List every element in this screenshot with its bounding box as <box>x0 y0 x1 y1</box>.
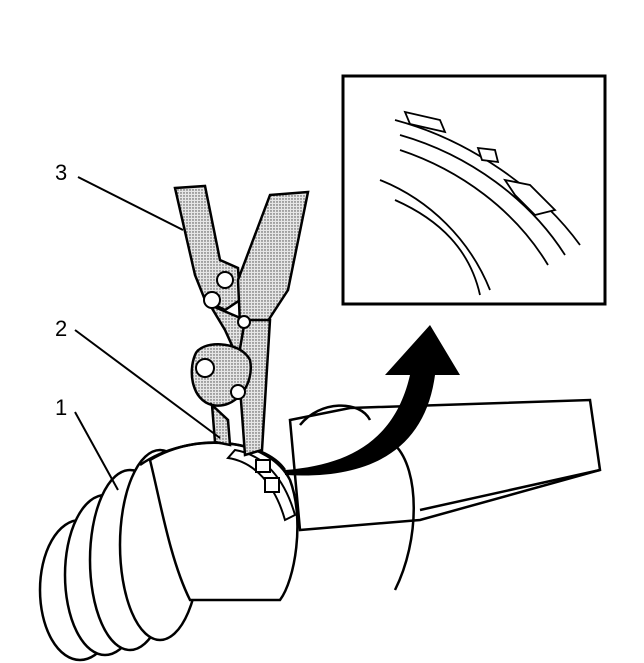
callout-3: 3 <box>55 160 67 185</box>
detail-arrow <box>285 325 460 476</box>
leader-lines <box>74 176 221 491</box>
pliers-pivots <box>195 271 251 400</box>
axle-shaft <box>288 398 602 591</box>
boot-clamp <box>226 448 297 522</box>
callout-1: 1 <box>55 395 67 420</box>
inset-detail <box>341 74 607 306</box>
callout-2: 2 <box>55 316 67 341</box>
